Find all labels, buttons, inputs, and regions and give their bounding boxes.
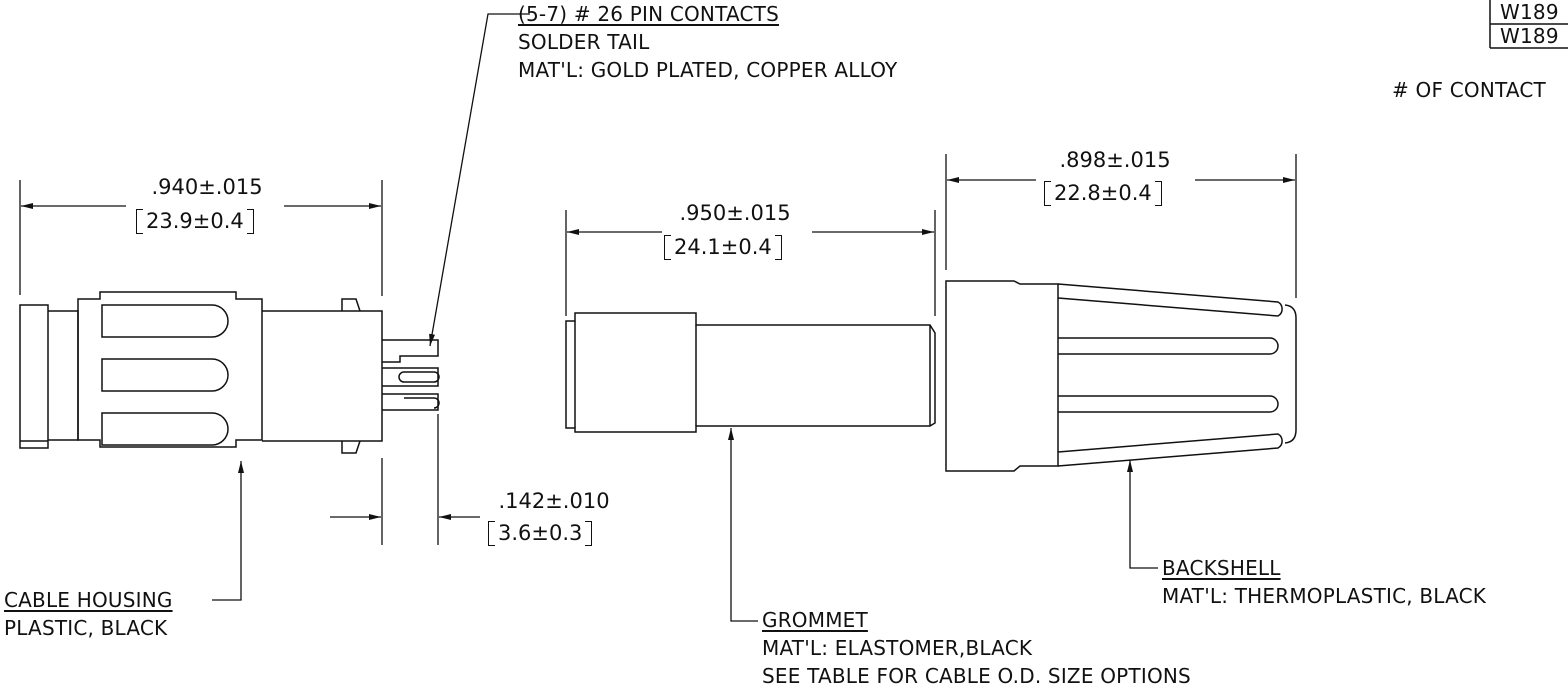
cable-housing-part bbox=[19, 291, 440, 454]
grommet-dim-mm: 24.1±0.4 bbox=[664, 232, 782, 262]
backshell-part bbox=[945, 280, 1297, 472]
tail-dim-mm: 3.6±0.3 bbox=[488, 518, 593, 548]
grommet-label: GROMMET MAT'L: ELASTOMER,BLACK SEE TABLE… bbox=[762, 606, 1191, 690]
grommet-part bbox=[565, 312, 936, 433]
grommet-dim-inch: .950±.015 bbox=[679, 201, 791, 225]
backshell-title: BACKSHELL bbox=[1162, 556, 1281, 580]
backshell-label: BACKSHELL MAT'L: THERMOPLASTIC, BLACK bbox=[1162, 554, 1486, 610]
table-row-1: W189 bbox=[1500, 0, 1559, 24]
grommet-title: GROMMET bbox=[762, 608, 868, 632]
housing-dim-mm: 23.9±0.4 bbox=[136, 206, 254, 236]
backshell-dim-mm: 22.8±0.4 bbox=[1044, 178, 1162, 208]
housing-label: CABLE HOUSING PLASTIC, BLACK bbox=[4, 586, 173, 642]
grommet-line3: SEE TABLE FOR CABLE O.D. SIZE OPTIONS bbox=[762, 664, 1191, 688]
backshell-line2: MAT'L: THERMOPLASTIC, BLACK bbox=[1162, 584, 1487, 608]
contacts-label: (5-7) # 26 PIN CONTACTS SOLDER TAIL MAT'… bbox=[518, 0, 897, 84]
tail-dim-inch: .142±.010 bbox=[498, 489, 610, 513]
contacts-title: (5-7) # 26 PIN CONTACTS bbox=[518, 2, 779, 26]
grommet-line2: MAT'L: ELASTOMER,BLACK bbox=[762, 636, 1033, 660]
housing-dim-inch: .940±.015 bbox=[151, 175, 263, 199]
dimension-lines bbox=[19, 154, 1297, 545]
backshell-dim-inch: .898±.015 bbox=[1059, 148, 1171, 172]
contacts-count-label: # OF CONTACT bbox=[1392, 78, 1546, 102]
housing-title: CABLE HOUSING bbox=[4, 588, 173, 612]
contacts-line2: SOLDER TAIL bbox=[518, 30, 650, 54]
housing-line2: PLASTIC, BLACK bbox=[4, 616, 168, 640]
table-row-2: W189 bbox=[1500, 24, 1559, 48]
leader-lines bbox=[212, 13, 1158, 622]
part-number-table bbox=[1489, 0, 1568, 49]
contacts-line3: MAT'L: GOLD PLATED, COPPER ALLOY bbox=[518, 58, 898, 82]
